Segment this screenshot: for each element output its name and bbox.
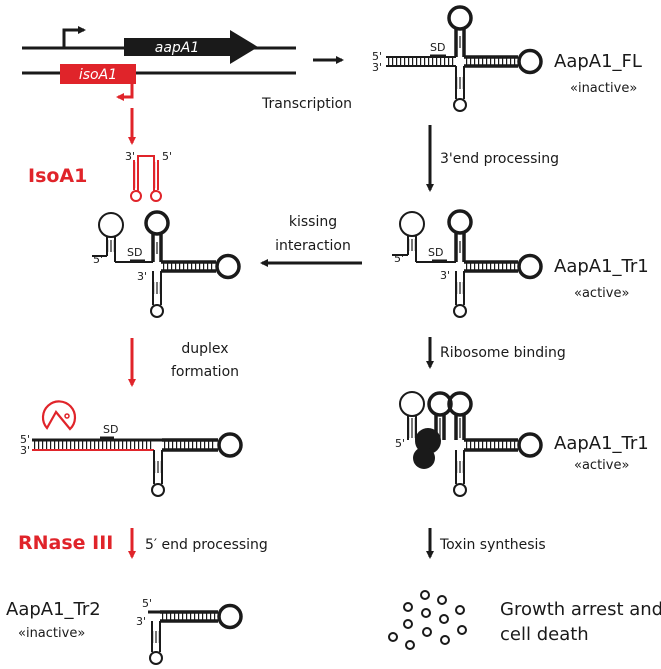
- rb-right-loop: [517, 432, 543, 458]
- peptide-dot: [403, 602, 413, 612]
- tr1b-state: «active»: [574, 458, 629, 473]
- tr1b-name: AapA1_Tr1: [554, 433, 649, 454]
- kissing-label-1: kissing: [289, 214, 337, 230]
- tr1-right-loop: [517, 253, 543, 280]
- fl-bottom-loop: [453, 98, 467, 112]
- kc-top-loop: [144, 210, 170, 236]
- rb-small-loop: [399, 391, 425, 417]
- tr1-name: AapA1_Tr1: [554, 256, 649, 277]
- tr2-bottom-loop: [149, 651, 163, 665]
- tr1-5prime: 5': [394, 252, 404, 265]
- aapa1-gene-label: aapA1: [155, 40, 200, 56]
- isoa1-gene-label: isoA1: [79, 67, 117, 83]
- ribosome-label: Ribosome binding: [440, 345, 566, 361]
- peptide-dot: [422, 627, 432, 637]
- isoa1-promoter-arrow: [116, 84, 134, 101]
- rnase-title: RNase III: [18, 532, 113, 554]
- tr2-state: «inactive»: [18, 626, 85, 641]
- fl-name: AapA1_FL: [554, 51, 642, 72]
- tr1-sd-label: SD: [428, 246, 443, 259]
- peptide-dot: [403, 619, 413, 629]
- tr1-bottom-loop: [453, 304, 467, 318]
- growth-label-2: cell death: [500, 624, 589, 645]
- gene-locus: aapA1 isoA1: [22, 26, 296, 101]
- kissing-complex-structure: 5' SD 3': [92, 210, 241, 318]
- isoa1-left-loop: [130, 190, 142, 202]
- tr2-3prime: 3': [136, 615, 146, 628]
- aapa1-gene-arrow: [124, 30, 258, 64]
- processing-3-label: 3'end processing: [440, 151, 559, 167]
- aapa1-promoter-arrow: [62, 26, 86, 47]
- peptide-dot: [437, 595, 447, 605]
- peptide-dot: [420, 590, 430, 600]
- fl-top-loop: [447, 5, 473, 31]
- peptide-dot: [439, 614, 449, 624]
- tr1-3prime: 3': [440, 269, 450, 282]
- isoa1-red-backbone: [137, 155, 155, 192]
- kc-3prime: 3': [137, 270, 147, 283]
- isoa1-5prime: 5': [162, 150, 172, 163]
- duplex-structure: 5' 3' SD: [20, 400, 243, 497]
- rb-bottom-loop: [453, 483, 467, 497]
- fl-state: «inactive»: [570, 81, 637, 96]
- ribosome-small-subunit: [413, 447, 435, 469]
- fl-sd-label: SD: [430, 41, 445, 54]
- isoa1-3prime: 3': [125, 150, 135, 163]
- growth-label-1: Growth arrest and: [500, 599, 661, 620]
- aapa1-tr2-structure: 5' 3': [136, 597, 243, 665]
- rb-top-loop: [427, 391, 453, 417]
- tr2-right-loop: [217, 603, 243, 630]
- processing-5-label: 5′ end processing: [145, 537, 268, 553]
- peptide-dot: [421, 608, 431, 618]
- isoa1-right-loop: [150, 190, 162, 202]
- peptide-dot: [440, 635, 450, 645]
- peptide-dot: [388, 632, 398, 642]
- isoa1-gene-box: [60, 64, 136, 84]
- aapa1-tr1-ribosome-structure: 5': [395, 391, 543, 497]
- kc-right-loop: [215, 253, 241, 280]
- dp-3prime: 3': [20, 444, 30, 457]
- fl-right-loop: [517, 48, 543, 75]
- kc-bottom-loop: [150, 304, 164, 318]
- aapa1-fl-structure: SD 5' 3': [372, 5, 543, 112]
- fl-3prime: 3': [372, 61, 382, 74]
- tr2-name: AapA1_Tr2: [6, 599, 101, 620]
- tr1-state: «active»: [574, 286, 629, 301]
- dp-5prime: 5': [20, 433, 30, 446]
- kc-small-loop: [98, 212, 124, 238]
- peptide-dot: [457, 625, 467, 635]
- kc-sd-label: SD: [127, 246, 142, 259]
- duplex-label-1: duplex: [181, 341, 228, 357]
- aapa1-tr1-structure: 5' SD 3': [392, 209, 543, 318]
- rnase-pacman-icon: [41, 400, 77, 431]
- peptide-dot: [455, 605, 465, 615]
- tr1-small-loop: [399, 211, 425, 237]
- duplex-label-2: formation: [171, 364, 239, 380]
- isoa1-title: IsoA1: [28, 165, 87, 187]
- ribosome-icon: [413, 428, 441, 469]
- dp-right-loop: [217, 432, 243, 458]
- kissing-label-2: interaction: [275, 238, 351, 254]
- rnase-pacman-eye: [64, 413, 70, 419]
- dp-bottom-loop: [151, 483, 165, 497]
- peptide-dot: [405, 640, 415, 650]
- tr2-5prime: 5': [142, 597, 152, 610]
- kc-5prime: 5': [93, 253, 103, 266]
- toxin-label: Toxin synthesis: [439, 537, 546, 553]
- toxin-peptides: [388, 590, 467, 650]
- rb-second-loop: [447, 391, 473, 417]
- dp-sd-label: SD: [103, 423, 118, 436]
- isoa1-rna: 3' 5': [125, 150, 172, 202]
- transcription-label: Transcription: [261, 96, 352, 112]
- rb-5prime: 5': [395, 437, 405, 450]
- fl-5prime: 5': [372, 50, 382, 63]
- tr1-top-loop: [447, 209, 473, 235]
